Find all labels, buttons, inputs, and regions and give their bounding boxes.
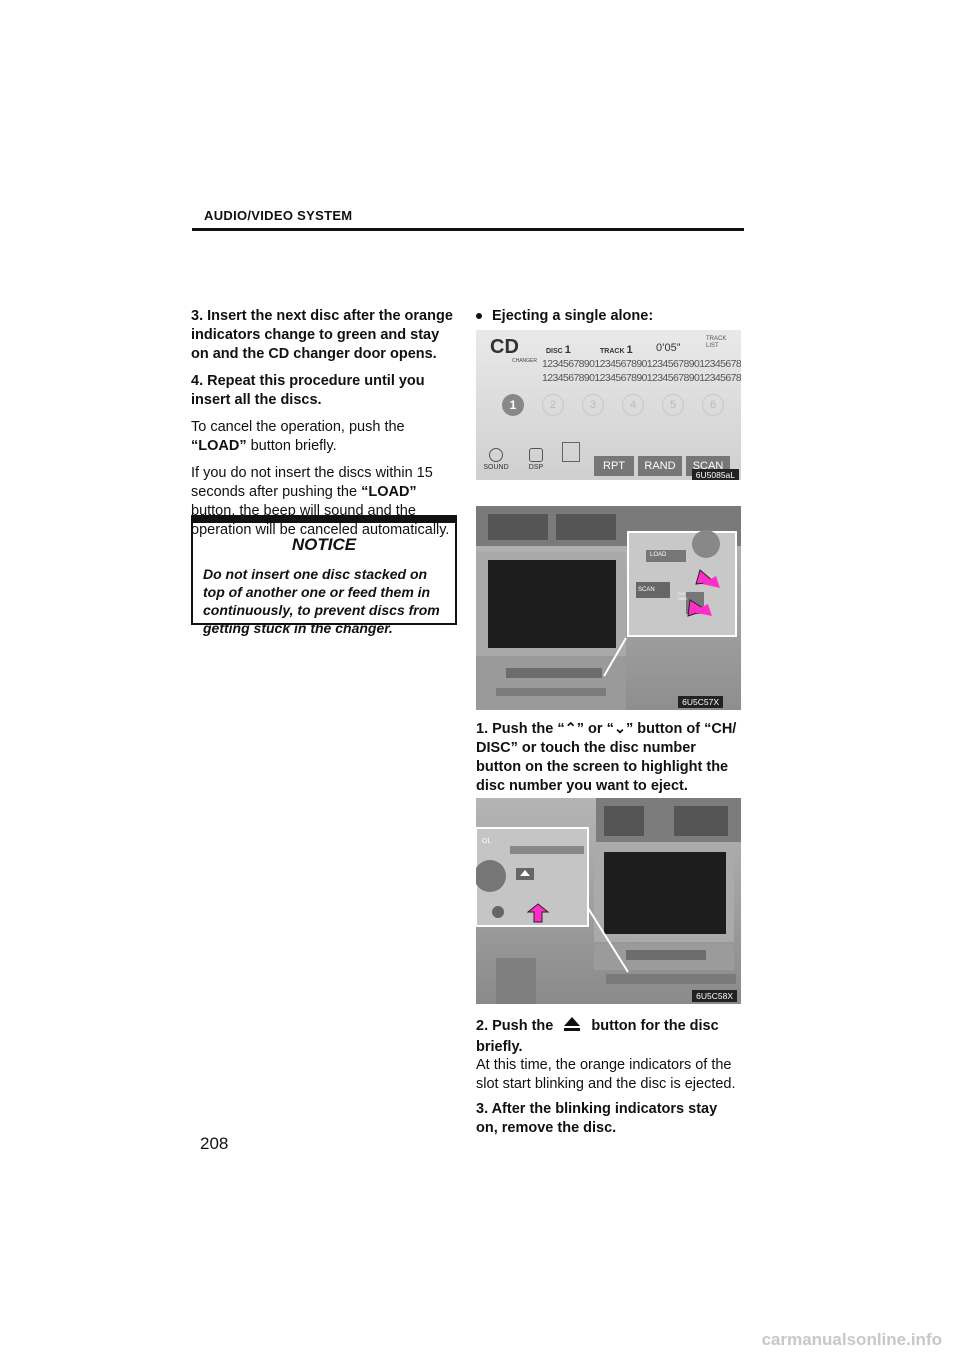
text-line-1: 123456789012345678901234567890123456789 [542,358,741,370]
disc-button-3[interactable]: 3 [582,394,604,416]
section-title: AUDIO/VIDEO SYSTEM [204,208,353,223]
watermark: carmanualsonline.info [761,1330,942,1349]
image-code: 6U5C58X [692,990,737,1002]
scan-button[interactable]: SCAN [638,587,655,593]
bullet-dot [476,313,482,320]
sound-button[interactable]: SOUND [482,448,510,471]
disc-button-2[interactable]: 2 [542,394,564,416]
sound-icon [489,448,503,462]
rand-button[interactable]: RAND [638,456,682,476]
left-column: 3. Insert the next disc after the orange… [191,307,459,548]
cancel-paragraph: To cancel the operation, push the “LOAD”… [191,419,405,454]
notice-title: NOTICE [291,535,357,554]
cd-screen-image: CD CHANGER DISC 1 TRACK 1 0’05” TRACK LI… [476,330,741,480]
page-number: 208 [200,1134,229,1153]
dashboard-image-2: OL 6U5C58X [476,798,741,1004]
bullet-heading: Ejecting a single alone: [476,307,742,326]
disc-number-buttons: 1 2 3 4 5 6 [502,394,727,420]
dashboard-illustration [476,798,741,1004]
disc-button-6[interactable]: 6 [702,394,724,416]
cd-label: CD [490,336,519,358]
step-3-remove-disc: 3. After the blinking indicators stay on… [476,1101,718,1136]
header-rule [192,228,744,231]
seat-icon [562,442,580,462]
step-1-push-ch-disc: 1. Push the “⌃” or “⌄” button of “CH/ DI… [476,721,737,794]
disc-button-5[interactable]: 5 [662,394,684,416]
notice-bar [193,517,455,523]
time-display: 0’05” [656,342,681,354]
dashboard-image-1: LOAD SCAN CH/ DISC 6U5C57X [476,506,741,710]
ch-disc-label: CH/ DISC [678,591,688,601]
disc-button-4[interactable]: 4 [622,394,644,416]
disc-button-1[interactable]: 1 [502,394,524,416]
dsp-icon [529,448,543,462]
image-code: 6U5C57X [678,696,723,708]
step-2-detail: At this time, the orange indicators of t… [476,1057,736,1092]
track-label: TRACK 1 [600,344,633,356]
dashboard-illustration [476,506,741,710]
step-4-repeat: 4. Repeat this procedure until you inser… [191,373,425,408]
load-button[interactable]: LOAD [650,552,667,558]
changer-label: CHANGER [512,358,538,364]
image-code: 6U5085aL [691,469,739,480]
load-label: “LOAD” [361,484,417,500]
vol-label: OL [482,838,492,845]
disc-label: DISC 1 [546,344,571,356]
load-label: “LOAD” [191,438,247,454]
step-3-insert-next: 3. Insert the next disc after the orange… [191,308,453,362]
track-list-button[interactable]: TRACK LIST [706,336,727,349]
notice-text: Do not insert one disc stacked on top of… [203,566,440,636]
text-line-2: 123456789012345678901234567890123456789 [542,372,741,384]
eject-icon [563,1016,581,1038]
rpt-button[interactable]: RPT [594,456,634,476]
notice-box: NOTICE Do not insert one disc stacked on… [191,515,457,636]
dsp-button[interactable]: DSP [522,448,550,471]
step-2-push-eject: 2. Push the button for the disc briefly. [476,1016,719,1055]
